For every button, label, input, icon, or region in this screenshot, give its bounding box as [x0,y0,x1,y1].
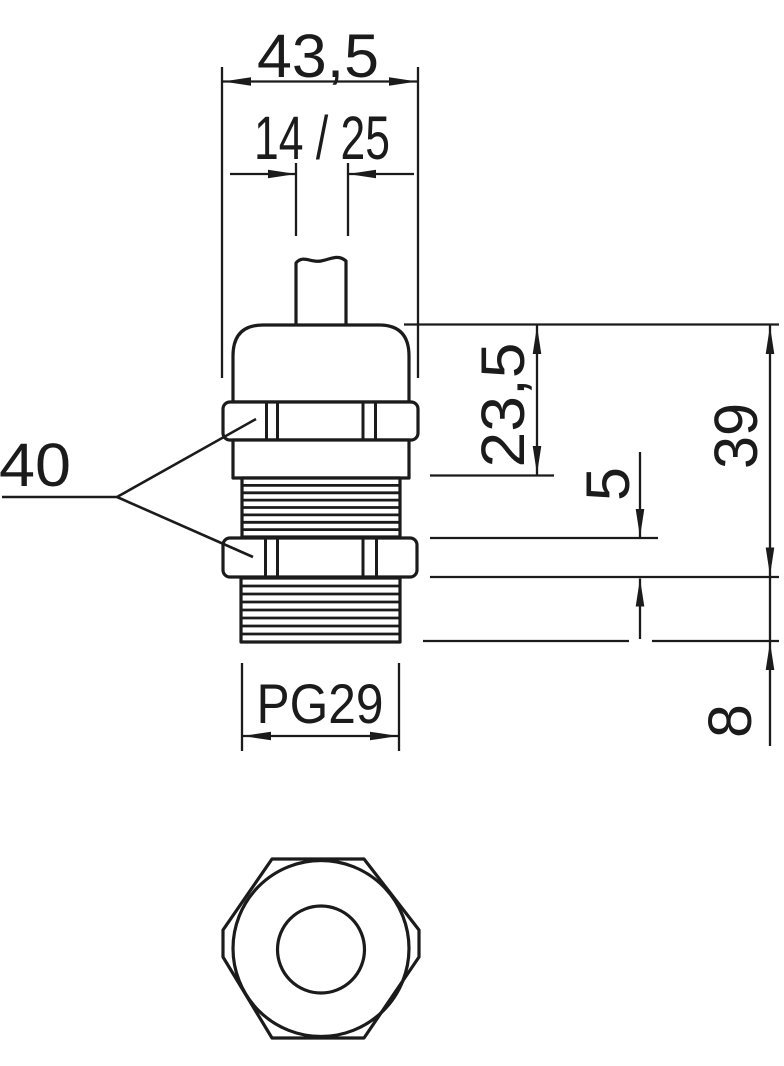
dimension-label-cap-height: 23,5 [469,343,537,468]
dimension-label-overall-width: 43,5 [257,22,379,90]
arrowhead-right [268,169,296,179]
lower-thread [239,576,402,644]
arrowhead-left [348,169,376,179]
arrowhead-down [635,509,645,537]
leader-line [116,495,254,559]
dimension-locknut-height: 5 [430,452,658,639]
arrowhead-down [765,547,775,576]
callout-spanner-size: 40 [0,417,257,559]
dimension-cap-height: 23,5 [404,323,779,477]
cable-stub [294,255,348,325]
dimension-total-height: 39 [430,324,779,641]
arrowhead-left [243,731,271,741]
arrowhead-up [765,642,775,670]
upper-thread [240,476,402,539]
dimension-thread-size: PG29 [240,663,401,751]
chamfer-circle [231,858,411,1039]
dimension-overall-width: 43,5 [220,22,420,378]
dimension-label-thread-length: 8 [696,704,764,738]
arrowhead-up [765,326,775,354]
dimension-thread-length: 8 [423,639,779,746]
dimension-label-total-height: 39 [702,403,770,469]
dimension-label-locknut-height: 5 [574,467,642,501]
dimension-clamping-range: 14 / 25 [230,104,414,236]
arrowhead-down [532,446,542,474]
body-collar [231,438,411,480]
dimension-label-thread-size: PG29 [257,672,384,735]
arrowhead-up [635,578,645,607]
front-view [221,255,420,644]
cap-dome [231,323,411,404]
arrowhead-right [389,77,417,86]
dimension-label-clamping-range: 14 / 25 [254,104,390,172]
arrowhead-left [223,77,251,86]
bottom-view [221,857,421,1040]
bore-circle [275,904,367,995]
arrowhead-up [532,326,542,354]
label-spanner-size: 40 [0,431,71,499]
arrowhead-right [370,731,398,741]
